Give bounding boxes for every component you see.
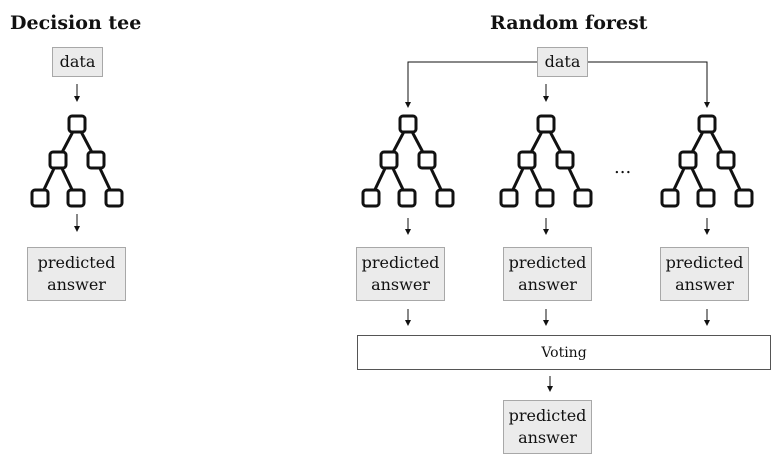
random-forest-title: Random forest bbox=[490, 12, 648, 34]
left-answer-label: predicted answer bbox=[37, 253, 116, 294]
forest-tree-2-icon bbox=[499, 114, 593, 208]
left-data-box: data bbox=[52, 47, 103, 77]
tree-node bbox=[104, 188, 124, 208]
tree-1-answer-box: predicted answer bbox=[356, 247, 445, 301]
tree-node bbox=[716, 150, 736, 170]
forest-tree-3-icon bbox=[660, 114, 754, 208]
final-answer-label: predicted answer bbox=[508, 406, 587, 447]
voting-label: Voting bbox=[541, 344, 587, 361]
tree-node bbox=[555, 150, 575, 170]
tree-3-answer-label: predicted answer bbox=[665, 253, 744, 294]
tree-node bbox=[499, 188, 519, 208]
tree-node bbox=[86, 150, 106, 170]
tree-node bbox=[66, 188, 86, 208]
tree-2-answer-box: predicted answer bbox=[503, 247, 592, 301]
tree-node bbox=[398, 114, 418, 134]
tree-node bbox=[379, 150, 399, 170]
tree-node bbox=[697, 114, 717, 134]
tree-node bbox=[535, 188, 555, 208]
left-answer-box: predicted answer bbox=[27, 247, 126, 301]
forest-data-arrow-left bbox=[405, 61, 537, 108]
tree-node bbox=[67, 114, 87, 134]
forest-tree-1-icon bbox=[361, 114, 455, 208]
tree-node bbox=[573, 188, 593, 208]
tree-node bbox=[397, 188, 417, 208]
ellipsis: ... bbox=[614, 157, 632, 178]
forest-data-box: data bbox=[537, 47, 588, 77]
tree-1-answer-label: predicted answer bbox=[361, 253, 440, 294]
tree-2-answer-label: predicted answer bbox=[508, 253, 587, 294]
tree-node bbox=[734, 188, 754, 208]
tree-node bbox=[48, 150, 68, 170]
final-answer-box: predicted answer bbox=[503, 400, 592, 454]
tree-node bbox=[361, 188, 381, 208]
tree-node bbox=[30, 188, 50, 208]
tree-node bbox=[660, 188, 680, 208]
tree-node bbox=[417, 150, 437, 170]
tree-node bbox=[678, 150, 698, 170]
tree-3-answer-box: predicted answer bbox=[660, 247, 749, 301]
tree-node bbox=[435, 188, 455, 208]
left-data-label: data bbox=[59, 52, 96, 71]
tree-node bbox=[696, 188, 716, 208]
forest-data-label: data bbox=[544, 52, 581, 71]
tree-node bbox=[517, 150, 537, 170]
left-tree-icon bbox=[30, 114, 124, 208]
decision-tree-title: Decision tee bbox=[10, 12, 142, 34]
forest-data-arrow-right bbox=[588, 61, 710, 108]
tree-node bbox=[536, 114, 556, 134]
voting-box: Voting bbox=[357, 335, 771, 370]
